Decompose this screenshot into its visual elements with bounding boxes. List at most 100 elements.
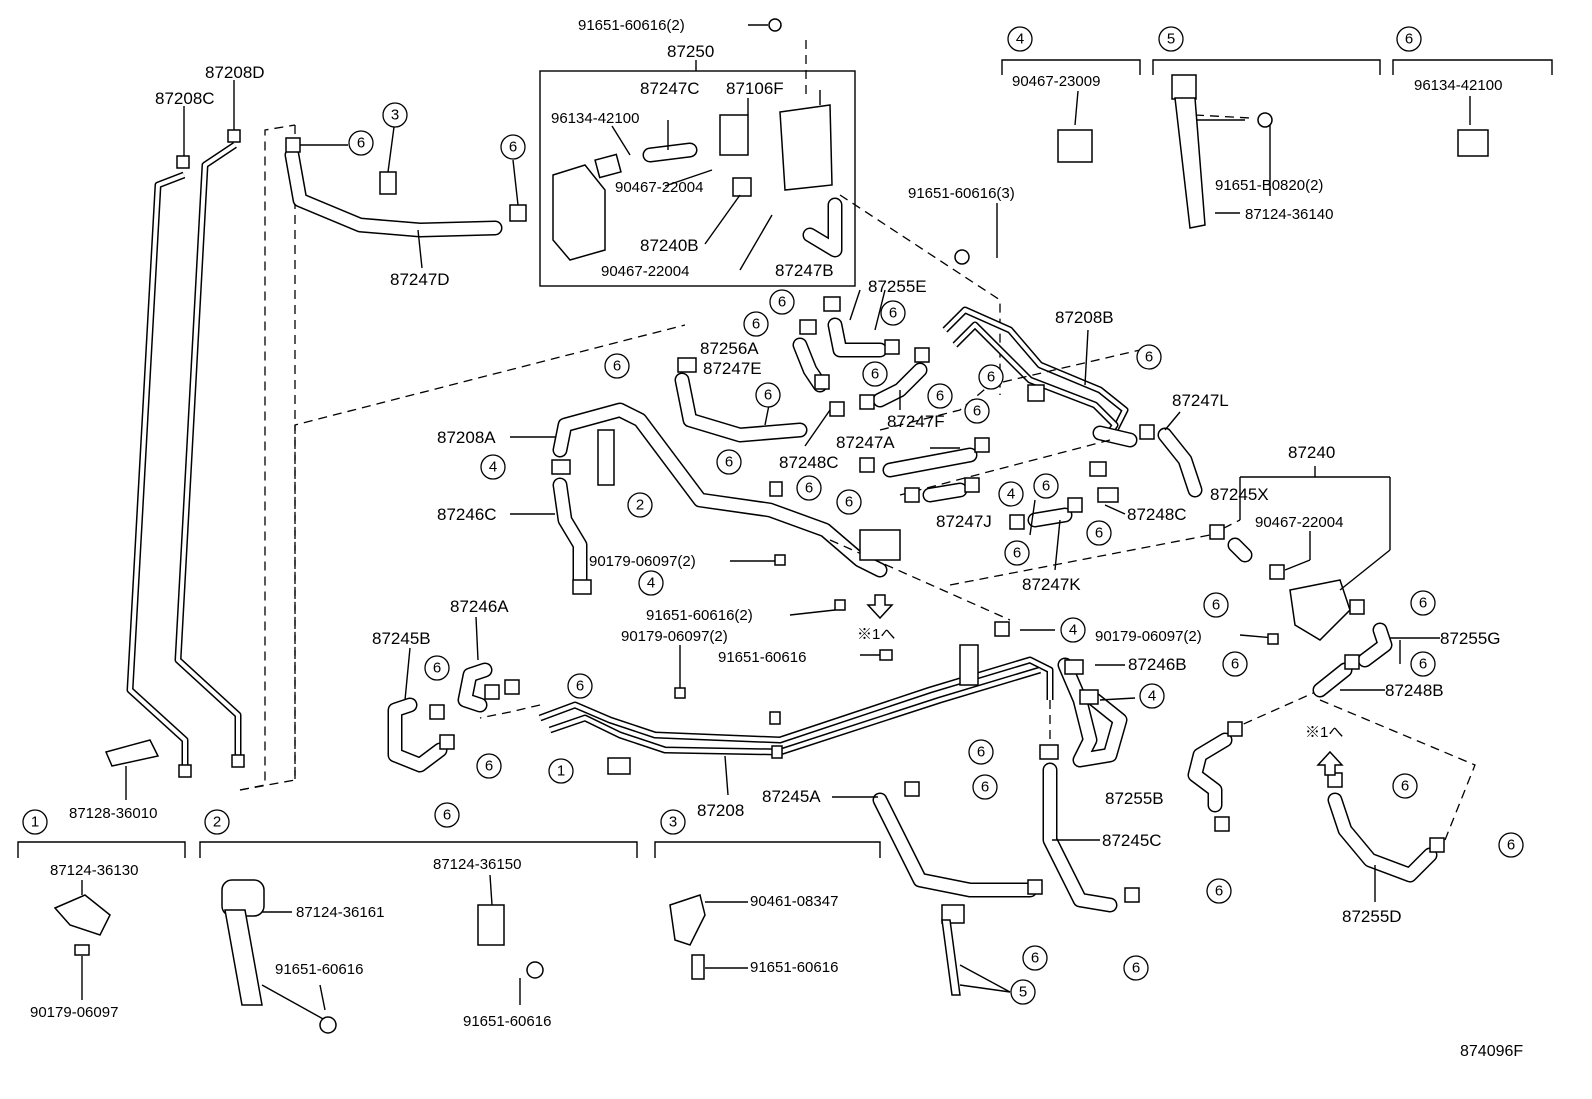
callout-bubbles: 6 3 6 6 6 6 6 6 6 6 6 6 6 4 6 2 6 6 4 6 … bbox=[22, 26, 1524, 1005]
svg-text:1: 1 bbox=[31, 814, 39, 831]
svg-text:6: 6 bbox=[981, 779, 989, 796]
label-87247C: 87247C bbox=[640, 79, 700, 98]
label-87247D: 87247D bbox=[390, 270, 450, 289]
svg-text:6: 6 bbox=[1031, 950, 1039, 967]
svg-text:6: 6 bbox=[1132, 960, 1140, 977]
svg-text:6: 6 bbox=[509, 139, 517, 156]
label-87246B: 87246B bbox=[1128, 655, 1187, 674]
label-87208C: 87208C bbox=[155, 89, 215, 108]
label-87208B: 87208B bbox=[1055, 308, 1114, 327]
label-87247L: 87247L bbox=[1172, 391, 1229, 410]
svg-text:4: 4 bbox=[1148, 688, 1156, 705]
label-91651-60616-3: 91651-60616(3) bbox=[908, 185, 1015, 202]
diagram-ref-code: 874096F bbox=[1460, 1043, 1523, 1060]
label-91651-60616c: 91651-60616 bbox=[463, 1013, 551, 1030]
label-96134-42100b: 96134-42100 bbox=[1414, 77, 1502, 94]
label-91651-60616a: 91651-60616 bbox=[718, 649, 806, 666]
label-87106F: 87106F bbox=[726, 79, 784, 98]
label-90467-22004c: 90467-22004 bbox=[1255, 514, 1343, 531]
label-87248B: 87248B bbox=[1385, 681, 1444, 700]
reference-mark-b: ※1へ bbox=[1305, 724, 1343, 741]
label-90179-06097-2c: 90179-06097(2) bbox=[1095, 628, 1202, 645]
svg-text:6: 6 bbox=[778, 294, 786, 311]
label-87240B: 87240B bbox=[640, 236, 699, 255]
label-90467-22004a: 90467-22004 bbox=[615, 179, 703, 196]
label-90461-08347: 90461-08347 bbox=[750, 893, 838, 910]
svg-text:6: 6 bbox=[1215, 883, 1223, 900]
label-87245X: 87245X bbox=[1210, 485, 1269, 504]
label-90179-06097-2a: 90179-06097(2) bbox=[589, 553, 696, 570]
svg-text:6: 6 bbox=[889, 305, 897, 322]
label-87250: 87250 bbox=[667, 42, 714, 61]
svg-text:4: 4 bbox=[1069, 622, 1077, 639]
label-87255B: 87255B bbox=[1105, 789, 1164, 808]
svg-text:6: 6 bbox=[1419, 595, 1427, 612]
label-87247K: 87247K bbox=[1022, 575, 1081, 594]
label-87240: 87240 bbox=[1288, 443, 1335, 462]
label-87247A: 87247A bbox=[836, 433, 895, 452]
svg-text:6: 6 bbox=[1095, 525, 1103, 542]
label-91651-60616d: 91651-60616 bbox=[750, 959, 838, 976]
svg-text:6: 6 bbox=[987, 369, 995, 386]
label-91651-B0820-2: 91651-B0820(2) bbox=[1215, 177, 1323, 194]
label-91651-60616b: 91651-60616 bbox=[275, 961, 363, 978]
svg-text:6: 6 bbox=[1212, 597, 1220, 614]
svg-text:6: 6 bbox=[1419, 656, 1427, 673]
label-87248C-b: 87248C bbox=[1127, 505, 1187, 524]
svg-text:1: 1 bbox=[557, 763, 565, 780]
svg-text:6: 6 bbox=[725, 454, 733, 471]
svg-text:6: 6 bbox=[752, 316, 760, 333]
svg-text:6: 6 bbox=[845, 494, 853, 511]
label-90467-23009: 90467-23009 bbox=[1012, 73, 1100, 90]
label-87246C: 87246C bbox=[437, 505, 497, 524]
label-90179-06097-2b: 90179-06097(2) bbox=[621, 628, 728, 645]
label-87208A: 87208A bbox=[437, 428, 496, 447]
svg-text:5: 5 bbox=[1019, 984, 1027, 1001]
label-87124-36150: 87124-36150 bbox=[433, 856, 521, 873]
label-87246A: 87246A bbox=[450, 597, 509, 616]
label-96134-42100a: 96134-42100 bbox=[551, 110, 639, 127]
svg-text:3: 3 bbox=[391, 107, 399, 124]
label-87208: 87208 bbox=[697, 801, 744, 820]
label-87247B: 87247B bbox=[775, 261, 834, 280]
svg-text:4: 4 bbox=[1016, 31, 1024, 48]
svg-text:2: 2 bbox=[213, 814, 221, 831]
svg-text:6: 6 bbox=[443, 807, 451, 824]
part-labels: 87208D 87208C 87128-36010 87250 91651-60… bbox=[30, 17, 1523, 1060]
svg-text:6: 6 bbox=[764, 387, 772, 404]
svg-text:6: 6 bbox=[613, 358, 621, 375]
svg-text:6: 6 bbox=[1231, 656, 1239, 673]
label-87124-36140: 87124-36140 bbox=[1245, 206, 1333, 223]
label-87124-36130: 87124-36130 bbox=[50, 862, 138, 879]
svg-text:6: 6 bbox=[1401, 778, 1409, 795]
svg-text:6: 6 bbox=[805, 480, 813, 497]
svg-text:6: 6 bbox=[1042, 478, 1050, 495]
label-87247E: 87247E bbox=[703, 359, 762, 378]
svg-text:5: 5 bbox=[1167, 31, 1175, 48]
svg-text:4: 4 bbox=[1007, 486, 1015, 503]
svg-text:6: 6 bbox=[871, 366, 879, 383]
label-87245A: 87245A bbox=[762, 787, 821, 806]
label-91651-60616-2a: 91651-60616(2) bbox=[578, 17, 685, 34]
label-87245B: 87245B bbox=[372, 629, 431, 648]
svg-text:3: 3 bbox=[669, 814, 677, 831]
svg-text:6: 6 bbox=[485, 758, 493, 775]
svg-text:2: 2 bbox=[636, 497, 644, 514]
label-87245C: 87245C bbox=[1102, 831, 1162, 850]
svg-text:6: 6 bbox=[433, 660, 441, 677]
label-87247J: 87247J bbox=[936, 512, 992, 531]
label-87248C-a: 87248C bbox=[779, 453, 839, 472]
label-87124-36161: 87124-36161 bbox=[296, 904, 384, 921]
label-87255E: 87255E bbox=[868, 277, 927, 296]
svg-text:4: 4 bbox=[489, 459, 497, 476]
label-90179-06097: 90179-06097 bbox=[30, 1004, 118, 1021]
svg-text:6: 6 bbox=[973, 403, 981, 420]
svg-text:6: 6 bbox=[576, 678, 584, 695]
svg-text:6: 6 bbox=[357, 135, 365, 152]
label-87208D: 87208D bbox=[205, 63, 265, 82]
svg-text:4: 4 bbox=[647, 575, 655, 592]
svg-text:6: 6 bbox=[1507, 837, 1515, 854]
label-87256A: 87256A bbox=[700, 339, 759, 358]
svg-text:6: 6 bbox=[1013, 545, 1021, 562]
